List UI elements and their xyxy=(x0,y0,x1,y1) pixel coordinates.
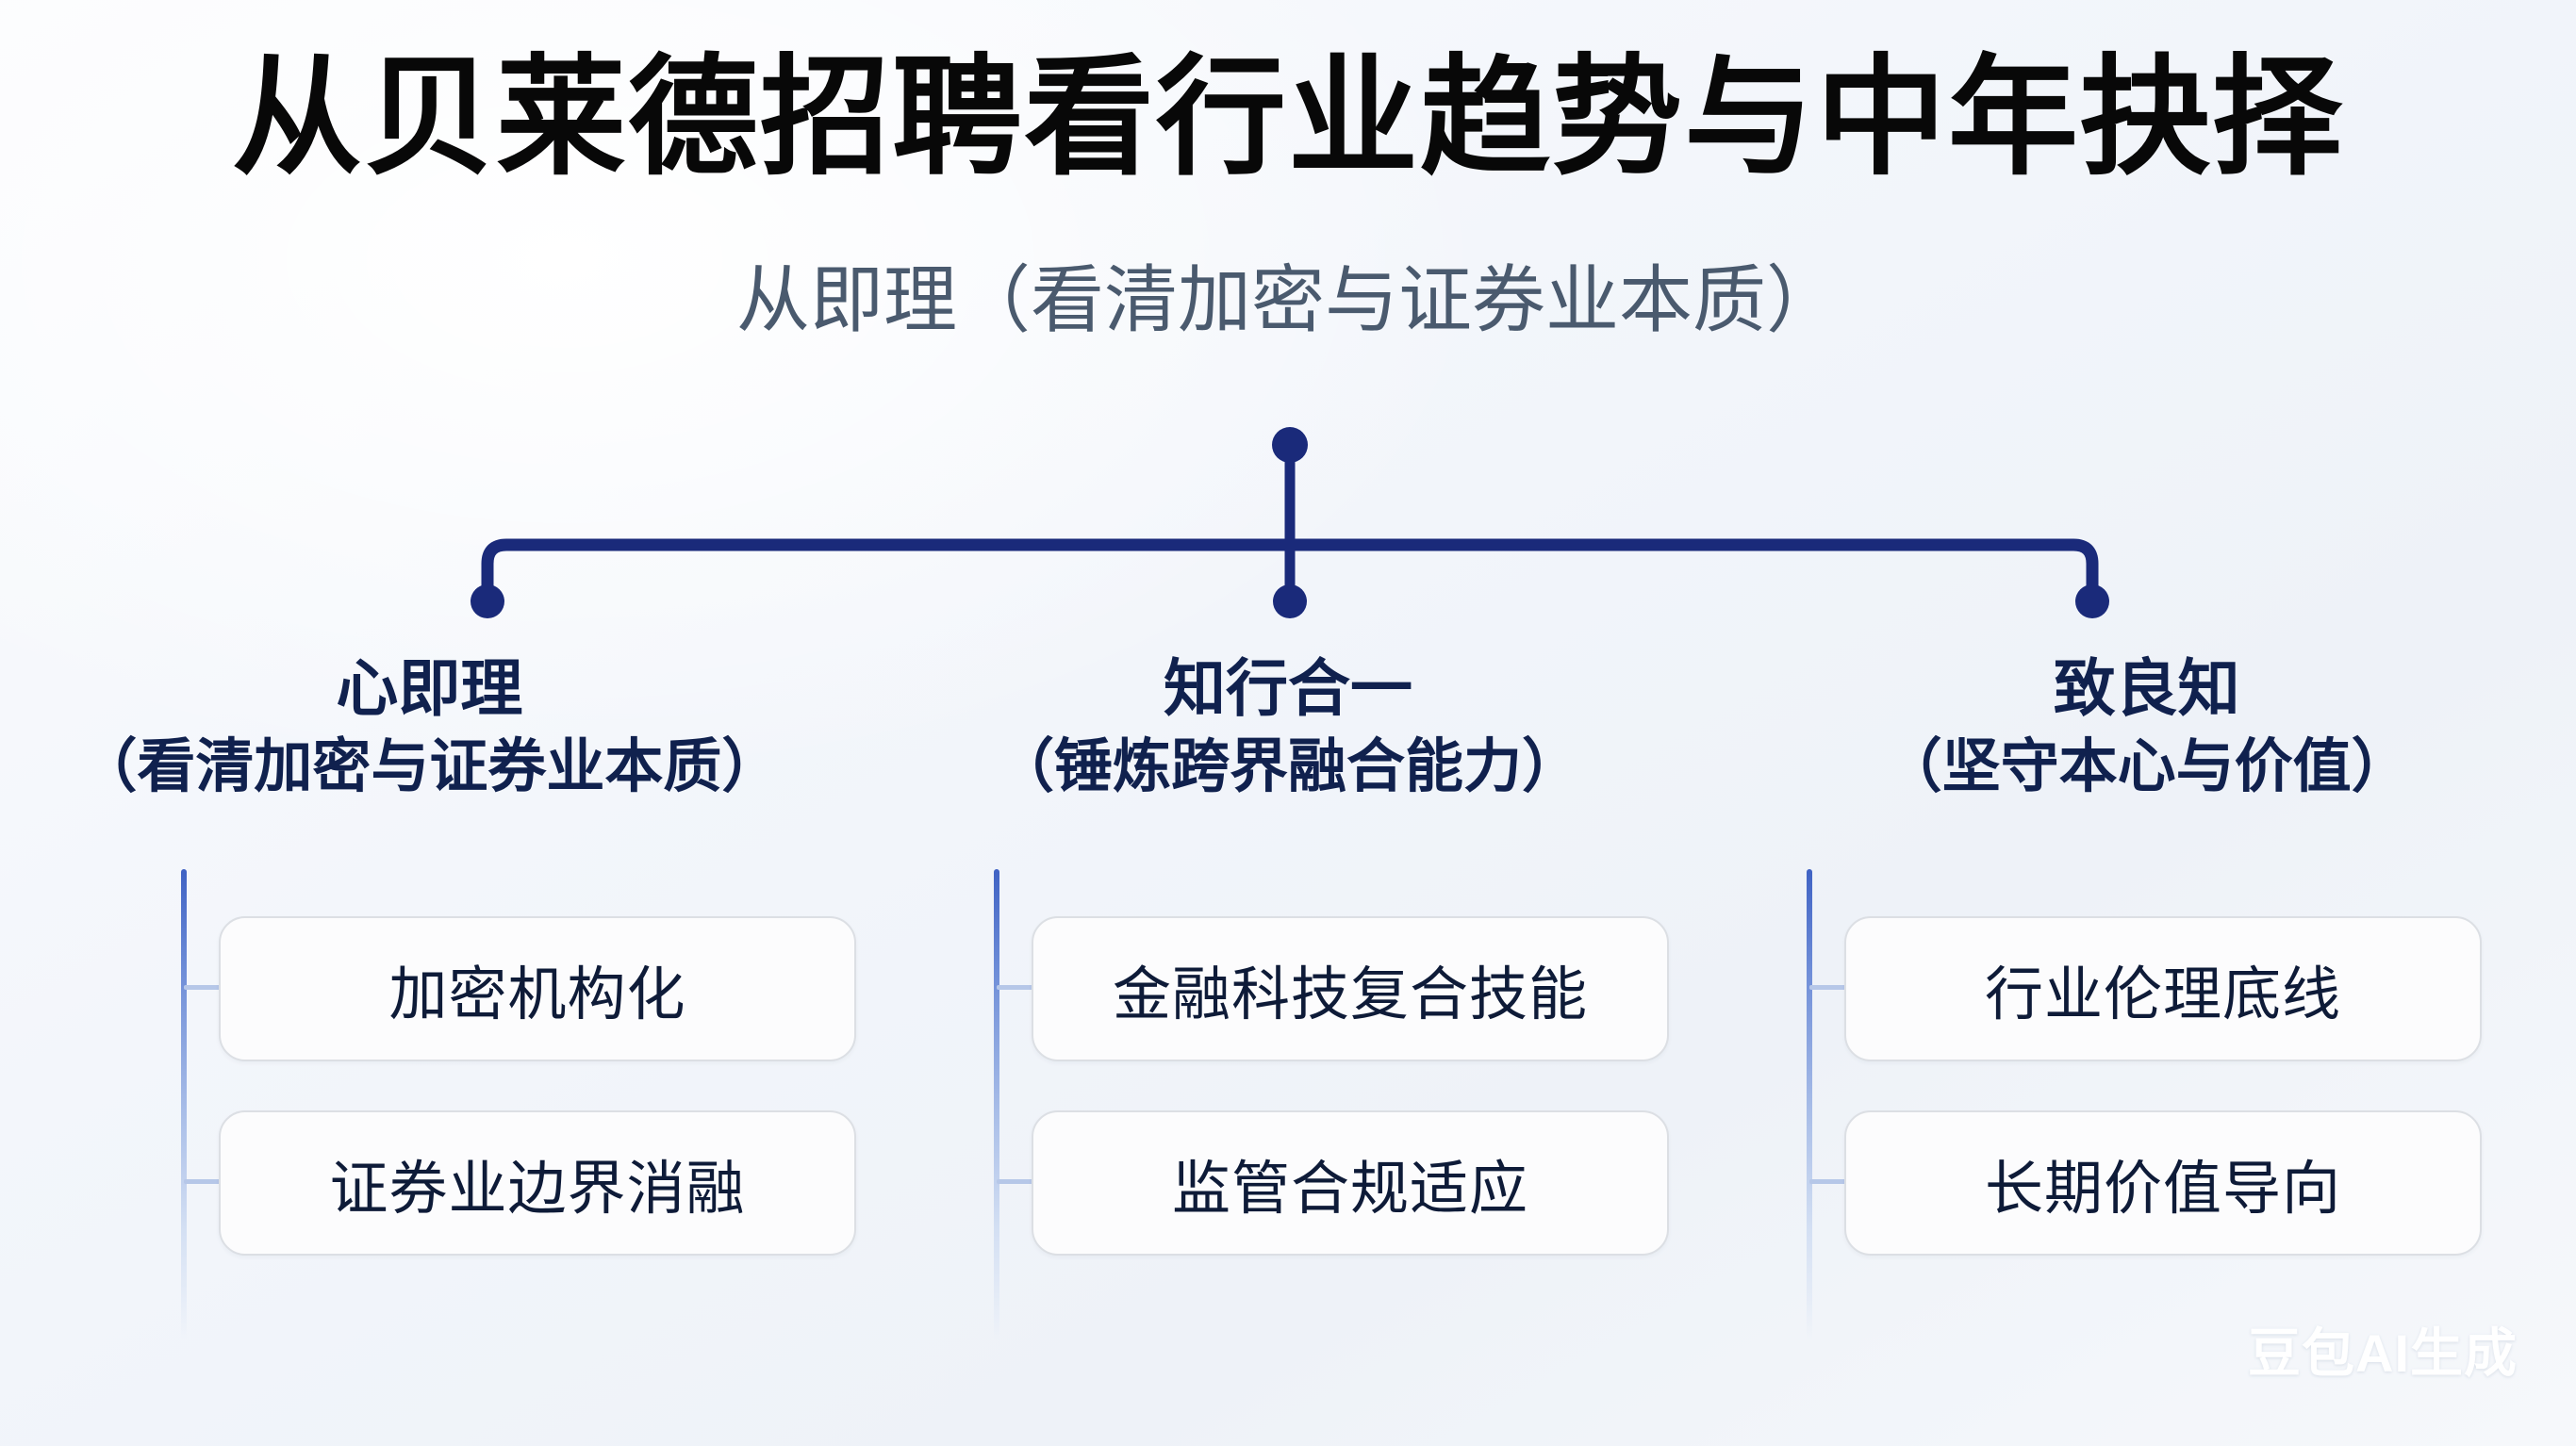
branch-node-center xyxy=(1273,584,1307,618)
card-label-1-1: 加密机构化 xyxy=(388,962,686,1027)
branch-heading-3: 致良知 （坚守本心与价值） xyxy=(1717,650,2576,804)
group-rail-2 xyxy=(994,869,999,1340)
card-stub-2-2 xyxy=(997,1179,1037,1184)
connector-bar xyxy=(481,538,2099,608)
card-group-3: 行业伦理底线 长期价值导向 xyxy=(1795,848,2568,1376)
branch-node-left xyxy=(471,584,504,618)
watermark: 豆包AI生成 xyxy=(2248,1323,2518,1383)
card-slot-1-1: 加密机构化 xyxy=(170,916,943,1061)
card-stub-3-2 xyxy=(1809,1179,1850,1184)
group-rail-3 xyxy=(1807,869,1812,1340)
card-2-1[interactable]: 金融科技复合技能 xyxy=(1032,916,1669,1061)
branch-heading-1: 心即理 （看清加密与证券业本质） xyxy=(0,650,859,804)
branch-subtitle-1: （看清加密与证券业本质） xyxy=(78,733,781,799)
card-slot-2-1: 金融科技复合技能 xyxy=(983,916,1756,1061)
card-group-1: 加密机构化 证券业边界消融 xyxy=(170,848,943,1376)
page-title: 从贝莱德招聘看行业趋势与中年抉择 xyxy=(231,45,2344,190)
connector-tree xyxy=(471,427,2109,618)
card-slot-3-2: 长期价值导向 xyxy=(1795,1110,2568,1256)
branch-title-1: 心即理 xyxy=(336,653,523,723)
card-slot-1-2: 证券业边界消融 xyxy=(170,1110,943,1256)
card-stub-1-2 xyxy=(184,1179,224,1184)
card-2-2[interactable]: 监管合规适应 xyxy=(1032,1110,1669,1256)
branch-heading-2: 知行合一 （锤炼跨界融合能力） xyxy=(859,650,1718,804)
card-slot-2-2: 监管合规适应 xyxy=(983,1110,1756,1256)
branch-subtitle-3: （坚守本心与价值） xyxy=(1883,733,2410,799)
card-stub-1-1 xyxy=(184,985,224,990)
branch-title-3: 致良知 xyxy=(2053,653,2240,723)
card-groups: 加密机构化 证券业边界消融 金融科技复合技能 监 xyxy=(0,848,2576,1376)
branch-node-right xyxy=(2075,584,2109,618)
card-3-1[interactable]: 行业伦理底线 xyxy=(1844,916,2482,1061)
card-stub-2-1 xyxy=(997,985,1037,990)
card-1-2[interactable]: 证券业边界消融 xyxy=(219,1110,856,1256)
card-label-3-2: 长期价值导向 xyxy=(1984,1157,2341,1222)
branch-title-2: 知行合一 xyxy=(1163,653,1412,723)
card-label-3-1: 行业伦理底线 xyxy=(1984,962,2341,1027)
card-label-2-1: 金融科技复合技能 xyxy=(1112,962,1588,1027)
card-label-2-2: 监管合规适应 xyxy=(1171,1157,1528,1222)
card-stub-3-1 xyxy=(1809,985,1850,990)
page-subtitle: 从即理（看清加密与证券业本质） xyxy=(735,258,1840,341)
branch-subtitle-2: （锤炼跨界融合能力） xyxy=(995,733,1580,799)
card-group-2: 金融科技复合技能 监管合规适应 xyxy=(983,848,1756,1376)
card-label-1-2: 证券业边界消融 xyxy=(329,1157,746,1222)
card-slot-3-1: 行业伦理底线 xyxy=(1795,916,2568,1061)
group-rail-1 xyxy=(181,869,187,1340)
card-3-2[interactable]: 长期价值导向 xyxy=(1844,1110,2482,1256)
root-node xyxy=(1272,427,1308,463)
branch-headings: 心即理 （看清加密与证券业本质） 知行合一 （锤炼跨界融合能力） 致良知 （坚守… xyxy=(0,650,2576,804)
card-1-1[interactable]: 加密机构化 xyxy=(219,916,856,1061)
